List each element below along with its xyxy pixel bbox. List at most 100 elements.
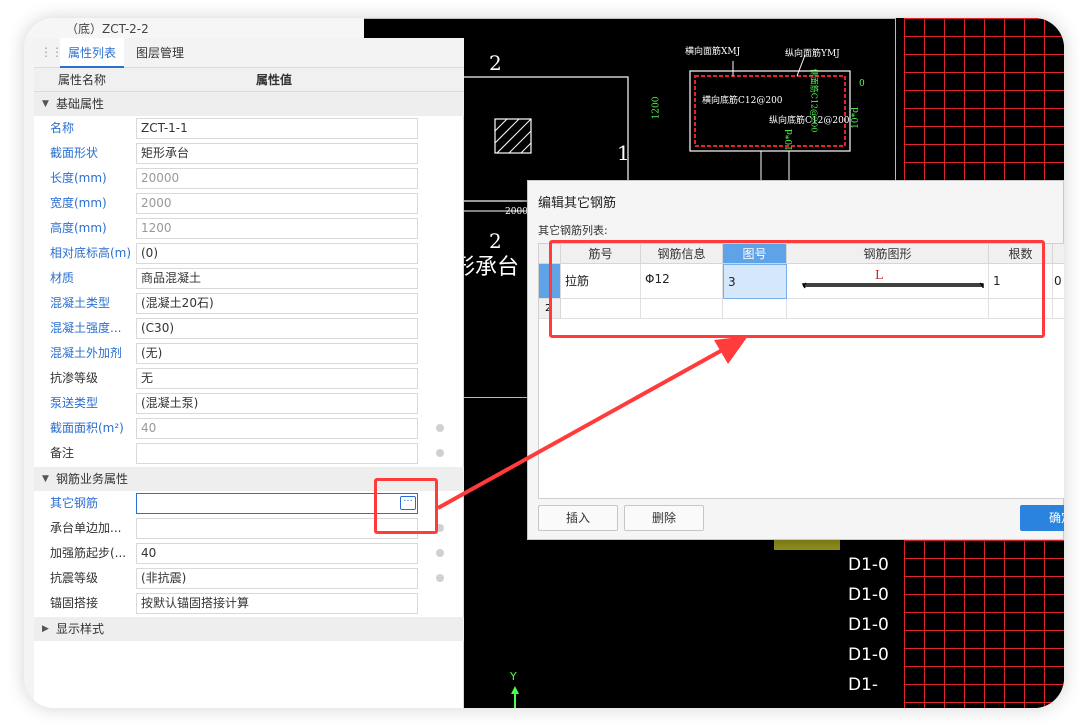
property-label: 混凝土外加剂: [50, 346, 123, 360]
property-value-field[interactable]: [136, 518, 418, 539]
property-value-field[interactable]: 商品混凝土: [136, 268, 418, 289]
cell-bar-name[interactable]: 拉筋: [561, 264, 641, 299]
property-value-field[interactable]: 按默认锚固搭接计算: [136, 593, 418, 614]
cell-bar-name[interactable]: [561, 299, 641, 319]
drag-grip-icon[interactable]: ⋮⋮: [40, 45, 63, 59]
property-value-field[interactable]: 40: [136, 543, 418, 564]
d-label: D1-0: [848, 555, 889, 575]
row-indicator-dot: [436, 424, 444, 432]
tab-property-list[interactable]: 属性列表: [60, 38, 125, 68]
cell-rebar-info[interactable]: [641, 299, 723, 319]
property-row: 高度(mm) 1200: [34, 216, 464, 241]
label-long-face-rebar: 纵向面筋YMJ: [785, 49, 840, 59]
expand-arrow-icon[interactable]: ▶: [42, 624, 49, 634]
ok-button[interactable]: 确定: [1020, 505, 1064, 531]
property-label: 相对底标高(m): [50, 246, 132, 260]
row-indicator-dot: [436, 574, 444, 582]
leader-long: [796, 54, 806, 77]
property-label: 泵送类型: [50, 396, 99, 410]
y-axis-icon: [511, 686, 519, 708]
property-value-field[interactable]: (非抗震): [136, 568, 418, 589]
property-label: 锚固搭接: [50, 596, 99, 610]
property-value-field[interactable]: 20000: [136, 168, 418, 189]
insert-button[interactable]: 插入: [538, 505, 618, 531]
cell-figure-number[interactable]: [723, 299, 787, 319]
cell-count[interactable]: 1: [989, 264, 1053, 299]
property-label: 加强筋起步(...: [50, 546, 127, 560]
cell-extra[interactable]: 0: [1053, 264, 1064, 299]
label-bottom-y-rebar: 纵向底筋C12@200: [769, 116, 850, 126]
property-value-field[interactable]: (混凝土泵): [136, 393, 418, 414]
property-label: 长度(mm): [50, 171, 107, 185]
property-label: 其它钢筋: [50, 496, 99, 510]
d-label: D1-0: [848, 645, 889, 665]
shape-length-label: L: [875, 268, 883, 282]
property-value-field[interactable]: (0): [136, 243, 418, 264]
property-row: 加强筋起步(... 40: [34, 541, 464, 566]
delete-button[interactable]: 删除: [624, 505, 704, 531]
d-label: D1-: [848, 675, 879, 695]
property-label: 混凝土类型: [50, 296, 111, 310]
property-label: 抗渗等级: [50, 371, 99, 385]
col-bar-number[interactable]: 筋号: [561, 244, 641, 264]
window-title-strip: （底）ZCT-2-2: [24, 18, 364, 38]
property-value-field[interactable]: 1200: [136, 218, 418, 239]
property-value-field[interactable]: [136, 443, 418, 464]
property-value-field[interactable]: 40: [136, 418, 418, 439]
dim-10d-bottom: 10*d: [784, 129, 795, 151]
collapse-arrow-icon[interactable]: ▼: [42, 474, 49, 484]
y-axis-label: Y: [510, 670, 517, 683]
d-label: D1-0: [848, 585, 889, 605]
col-rebar-shape[interactable]: 钢筋图形: [787, 244, 989, 264]
label-top-face-rebar: 横向面筋XMJ: [685, 47, 741, 57]
property-value-field[interactable]: ZCT-1-1: [136, 118, 418, 139]
property-row: 抗渗等级 无: [34, 366, 464, 391]
edit-other-rebar-dialog: 编辑其它钢筋 其它钢筋列表: 筋号 钢筋信息 图号 钢筋图形 根数 拉筋 Φ12…: [527, 180, 1064, 540]
cell-figure-number[interactable]: 3: [723, 264, 787, 299]
property-label: 宽度(mm): [50, 196, 107, 210]
row-indicator-dot: [436, 449, 444, 457]
property-value-field[interactable]: (无): [136, 343, 418, 364]
group-display-style[interactable]: ▶ 显示样式: [34, 617, 464, 641]
rebar-hook-shape-icon: [801, 282, 984, 289]
property-row: 备注: [34, 441, 464, 466]
collapse-arrow-icon[interactable]: ▼: [42, 99, 49, 109]
property-column-header: 属性名称 属性值: [34, 68, 464, 92]
cell-extra[interactable]: [1053, 299, 1064, 319]
screenshot-frame: D1- D1-0 D1-0 D1-0 D1-0 D1- Y: [24, 18, 1064, 708]
property-row: 混凝土外加剂 (无): [34, 341, 464, 366]
section-mark-2-top: 2: [489, 51, 502, 75]
property-value-field[interactable]: (C30): [136, 318, 418, 339]
cell-count[interactable]: [989, 299, 1053, 319]
column-outline: [494, 118, 532, 154]
other-rebar-field[interactable]: [136, 493, 418, 514]
highlight-table-box: [549, 240, 1045, 338]
col-extra[interactable]: [1053, 244, 1064, 264]
col-rebar-info[interactable]: 钢筋信息: [641, 244, 723, 264]
property-value-field[interactable]: 无: [136, 368, 418, 389]
group-label: 基础属性: [56, 97, 105, 111]
cell-rebar-shape[interactable]: L: [787, 264, 989, 299]
cad-d-labels: D1- D1-0 D1-0 D1-0 D1-0 D1-: [848, 520, 908, 708]
property-row: 截面面积(m²) 40: [34, 416, 464, 441]
property-row: 泵送类型 (混凝土泵): [34, 391, 464, 416]
property-label: 抗震等级: [50, 571, 99, 585]
property-row: 抗震等级 (非抗震): [34, 566, 464, 591]
property-value-field[interactable]: (混凝土20石): [136, 293, 418, 314]
dim-0: 0: [859, 79, 865, 89]
y-axis-indicator: Y: [508, 670, 522, 708]
property-value-field[interactable]: 矩形承台: [136, 143, 418, 164]
tab-layer-management[interactable]: 图层管理: [136, 46, 185, 60]
cell-rebar-info[interactable]: Φ12: [641, 264, 723, 299]
row-indicator-dot: [436, 549, 444, 557]
row-indicator-dot: [436, 524, 444, 532]
property-label: 高度(mm): [50, 221, 107, 235]
group-basic-properties[interactable]: ▼ 基础属性: [34, 92, 464, 116]
ellipsis-button[interactable]: ···: [400, 496, 416, 510]
col-count[interactable]: 根数: [989, 244, 1053, 264]
property-value-field[interactable]: 2000: [136, 193, 418, 214]
cell-rebar-shape[interactable]: [787, 299, 989, 319]
dialog-title: 编辑其它钢筋: [538, 196, 617, 211]
col-figure-number[interactable]: 图号: [723, 244, 787, 264]
property-label: 截面形状: [50, 146, 99, 160]
